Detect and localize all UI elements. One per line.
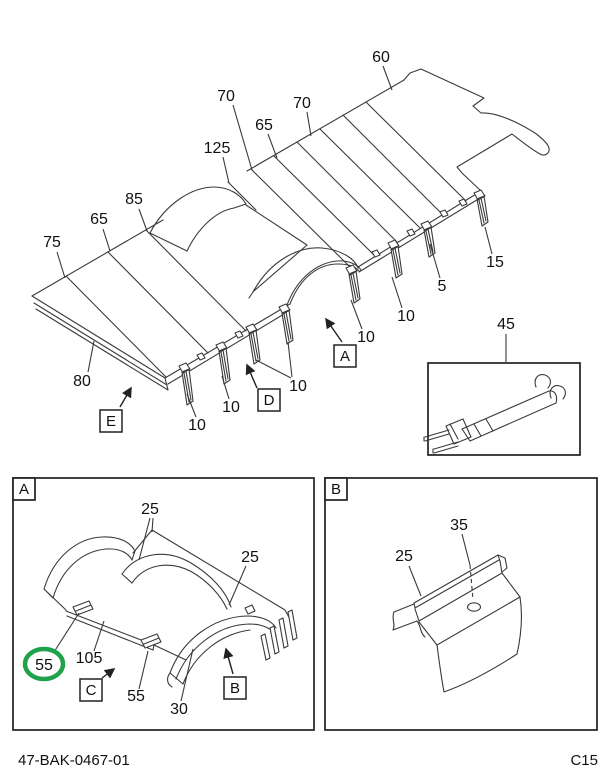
ref-e-arrow — [119, 386, 132, 408]
callout-65-left: 65 — [90, 211, 108, 228]
ref-box-c — [79, 678, 103, 702]
main-callouts: 60 70 65 70 125 85 65 75 80 10 10 10 10 … — [43, 49, 515, 434]
deck-left-end-edge — [31, 295, 166, 379]
callout-45: 45 — [497, 316, 515, 333]
arch-panel-drawing — [43, 529, 298, 688]
page-code: C15 — [570, 752, 598, 769]
edge-clips — [196, 198, 468, 361]
end-panel-outline — [403, 68, 550, 192]
callout-30: 30 — [170, 701, 188, 718]
callout-5: 5 — [438, 278, 447, 295]
deck-front-edge — [164, 190, 482, 379]
front-thickness — [167, 197, 481, 385]
valve-part-drawing — [423, 374, 566, 454]
inset-45-border — [427, 362, 581, 456]
callout-35: 35 — [450, 517, 468, 534]
callout-10-3: 10 — [289, 378, 307, 395]
main-deck-drawing — [31, 68, 550, 406]
ref-box-e — [99, 409, 123, 433]
detail-b-leaders — [408, 533, 474, 601]
detail-a-corner-box — [12, 477, 36, 501]
detail-a-corner-label: A — [19, 481, 29, 498]
detail-a-border — [12, 477, 315, 731]
callout-25-top: 25 — [141, 501, 159, 518]
callout-10-5: 10 — [397, 308, 415, 325]
rear-wheel-arch — [149, 186, 308, 292]
main-ref-boxes: A D E — [99, 317, 357, 433]
callout-85: 85 — [125, 191, 143, 208]
main-leader-lines — [56, 65, 507, 418]
detail-a-callouts: 25 25 55 105 55 30 — [35, 501, 259, 718]
ref-a-arrow — [325, 317, 343, 343]
ref-box-e-label: E — [106, 413, 116, 430]
document-number: 47-BAK-0467-01 — [18, 752, 130, 769]
callout-70-left: 70 — [217, 88, 235, 105]
callout-25-right: 25 — [241, 549, 259, 566]
ref-box-c-label: C — [86, 682, 97, 699]
detail-box-a: A 25 25 55 105 55 — [12, 477, 315, 731]
callout-70-right: 70 — [293, 95, 311, 112]
ref-box-a — [333, 344, 357, 368]
callout-125: 125 — [204, 140, 231, 157]
callout-60: 60 — [372, 49, 390, 66]
side-band — [33, 302, 169, 391]
ref-d-arrow — [245, 363, 258, 389]
ref-b-arrow — [223, 647, 234, 675]
callout-15: 15 — [486, 254, 504, 271]
callout-10-4: 10 — [357, 329, 375, 346]
inset-45-box — [423, 362, 581, 456]
footer: 47-BAK-0467-01 C15 — [0, 752, 610, 772]
ref-box-a-label: A — [340, 348, 350, 365]
detail-b-corner-box — [324, 477, 348, 501]
support-legs — [178, 189, 489, 406]
detail-box-b: B 35 25 — [324, 477, 598, 731]
highlight-circle-55 — [22, 646, 66, 682]
ref-box-b — [223, 676, 247, 700]
parts-diagram: 60 70 65 70 125 85 65 75 80 10 10 10 10 … — [12, 49, 598, 731]
ref-c-arrow — [101, 668, 116, 679]
callout-10-2: 10 — [222, 399, 240, 416]
callout-10-1: 10 — [188, 417, 206, 434]
deck-back-edge — [31, 79, 405, 297]
detail-b-border — [324, 477, 598, 731]
callout-75: 75 — [43, 234, 61, 251]
callout-55-mid: 55 — [127, 688, 145, 705]
front-wheel-arch — [248, 247, 362, 309]
callout-55-highlighted: 55 — [35, 657, 53, 674]
detail-b-corner-label: B — [331, 481, 341, 498]
callout-65-mid: 65 — [255, 117, 273, 134]
ref-box-d — [257, 388, 281, 412]
plank-lines — [65, 101, 467, 378]
bracket-part-drawing — [392, 554, 522, 693]
ref-box-d-label: D — [264, 392, 275, 409]
callout-105: 105 — [76, 650, 103, 667]
callout-25-detail-b: 25 — [395, 548, 413, 565]
ref-box-b-label: B — [230, 680, 240, 697]
callout-80: 80 — [73, 373, 91, 390]
detail-b-callouts: 35 25 — [395, 517, 468, 565]
detail-a-leaders — [53, 517, 247, 702]
